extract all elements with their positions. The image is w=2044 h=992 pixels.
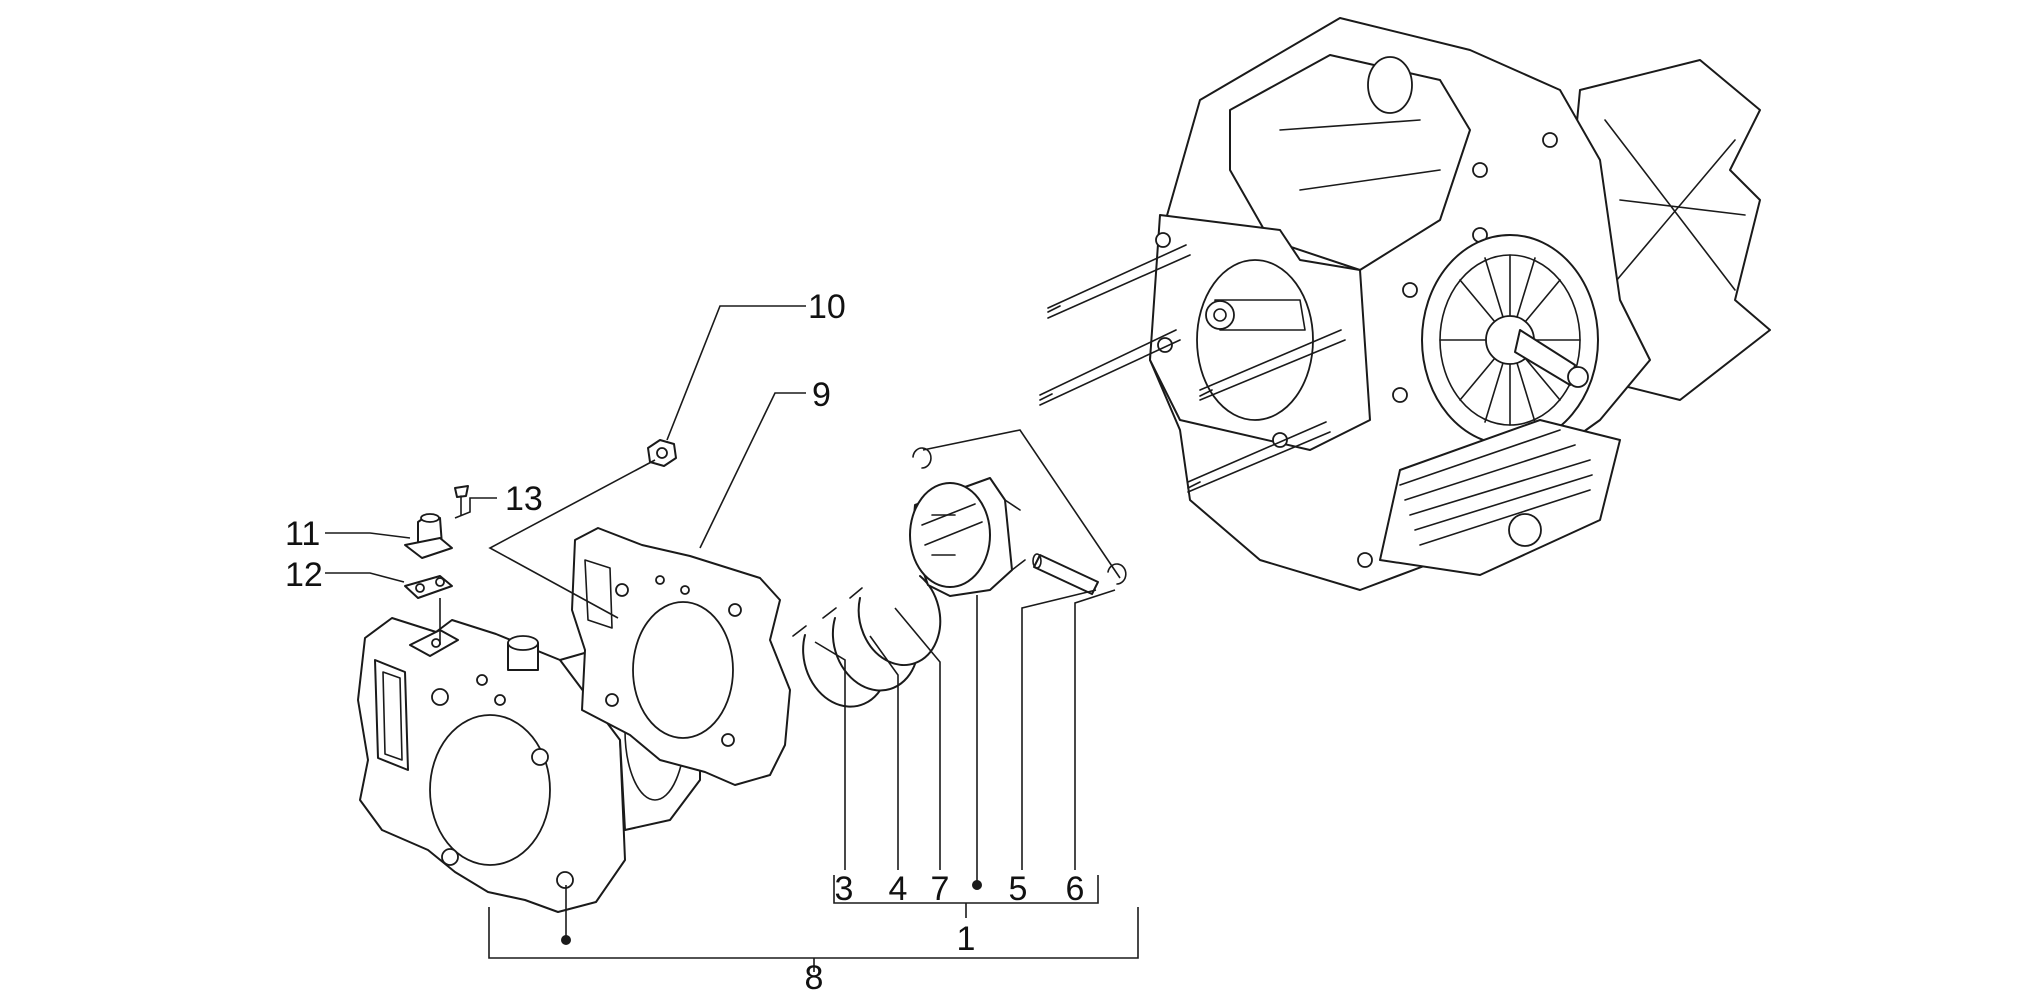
callout-9: 9 (812, 376, 831, 414)
wrist-pin-drawing (912, 447, 1127, 595)
base-gasket-drawing (571, 527, 791, 786)
callout-8: 8 (805, 959, 824, 992)
callout-13: 13 (505, 480, 543, 518)
callout-4: 4 (889, 870, 908, 908)
bracket-drawing (404, 485, 469, 599)
piston-drawing (909, 477, 1026, 597)
callout-5: 5 (1009, 870, 1028, 908)
callout-labels: 10 9 13 11 12 3 4 7 5 6 1 8 (285, 288, 1084, 992)
callout-6: 6 (1066, 870, 1085, 908)
callout-7: 7 (931, 870, 950, 908)
callout-10: 10 (808, 288, 846, 326)
piston-rings-drawing (792, 575, 942, 708)
callout-11: 11 (285, 515, 320, 553)
callout-1: 1 (957, 920, 976, 958)
callout-12: 12 (285, 556, 323, 594)
crankcase-drawing (1039, 17, 1771, 591)
leader-lines (325, 305, 1139, 972)
callout-3: 3 (835, 870, 854, 908)
